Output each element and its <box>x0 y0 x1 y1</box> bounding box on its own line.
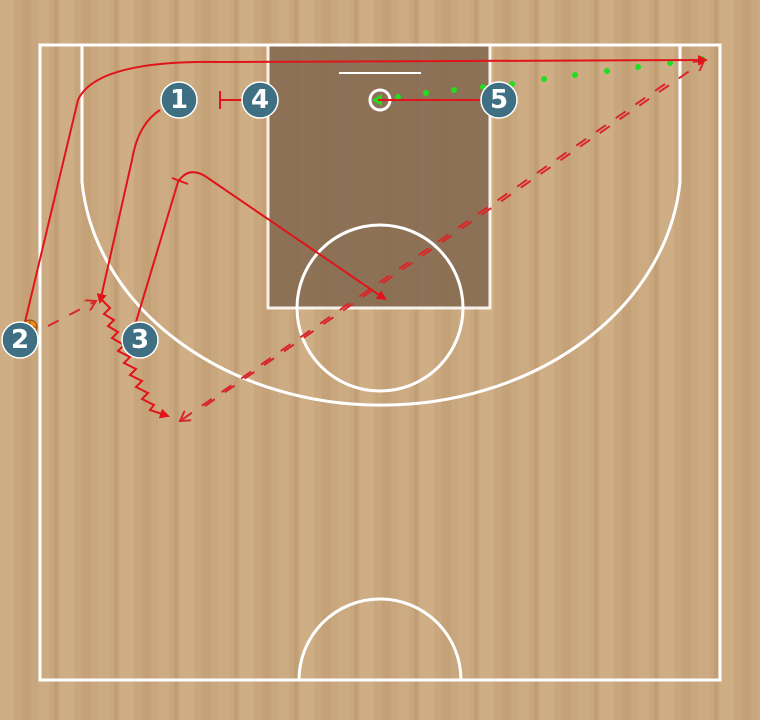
three-point-line <box>80 45 682 407</box>
pass-lines <box>47 61 704 421</box>
shot-path <box>395 56 705 100</box>
cut-1-to-wing <box>96 109 161 304</box>
player-3-label: 3 <box>131 325 149 355</box>
shot-arrowhead <box>372 94 382 106</box>
player-1-label: 1 <box>170 85 188 115</box>
cut-3-to-elbow <box>135 171 387 323</box>
player-5-label: 5 <box>490 85 508 115</box>
player-5[interactable]: 5 <box>480 81 518 119</box>
pass-5-to-corner <box>180 83 666 421</box>
player-1[interactable]: 1 <box>160 81 198 119</box>
player-2[interactable]: 2 <box>1 321 39 359</box>
paint-area <box>266 43 492 310</box>
boundary-line <box>38 43 722 682</box>
cut-2-to-corner <box>24 55 708 323</box>
free-throw-circle <box>295 223 465 393</box>
dribble-path-3 <box>101 299 170 419</box>
court-lines <box>38 43 722 682</box>
pass-3-to-5 <box>204 61 704 407</box>
screen-bar-3 <box>171 177 189 185</box>
player-4-label: 4 <box>251 85 269 115</box>
cut-lines <box>24 55 708 323</box>
pass-2-to-3 <box>47 301 96 327</box>
player-2-label: 2 <box>11 325 29 355</box>
center-circle <box>297 597 463 681</box>
player-4[interactable]: 4 <box>241 81 279 119</box>
player-3[interactable]: 3 <box>121 321 159 359</box>
